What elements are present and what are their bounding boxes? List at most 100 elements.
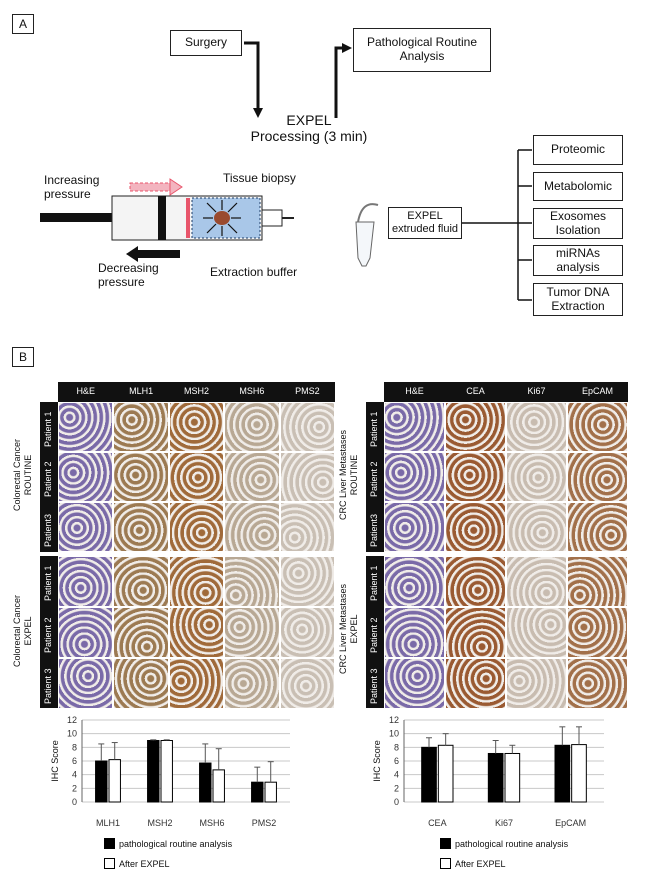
ihc-tile-msh6-row4	[224, 556, 280, 607]
flow-arrows	[40, 41, 532, 301]
ihc-tile-msh6-row2	[224, 452, 280, 502]
legend-label-expel-right: After EXPEL	[455, 858, 506, 869]
bar-PMS2-routine	[251, 781, 264, 803]
bar-CEA-expel	[437, 744, 454, 803]
right-legend-expel: After EXPEL	[440, 858, 506, 869]
tube-cap	[357, 203, 379, 223]
right-routine-patient-2: Patient 2	[369, 461, 379, 497]
increasing-arrow-head	[169, 178, 183, 196]
left-routine-patient-2: Patient 2	[43, 461, 53, 497]
left-header-mlh1: MLH1	[129, 386, 154, 396]
ihc-tile-epcam-row6	[567, 658, 628, 709]
y-tick-4: 4	[394, 770, 399, 780]
ihc-tile-msh2-row1	[168, 402, 225, 452]
ihc-tile-he-row1	[384, 402, 445, 452]
legend-swatch-expel-right	[440, 858, 451, 869]
right-header-epcam: EpCAM	[581, 386, 613, 396]
bar-Ki67-routine	[487, 752, 504, 803]
x-tick-MSH6: MSH6	[199, 818, 224, 828]
right-routine-patient-3: Patient3	[369, 513, 379, 547]
bar-MSH6-routine	[199, 762, 212, 803]
processing-label: EXPEL Processing (3 min)	[250, 112, 368, 145]
y-tick-10: 10	[389, 729, 399, 739]
ihc-tile-he-row4	[58, 556, 114, 607]
bar-CEA-routine	[421, 746, 437, 803]
surgery-arrow	[244, 41, 260, 110]
y-tick-10: 10	[67, 729, 77, 739]
y-tick-4: 4	[72, 770, 77, 780]
ihc-tile-ki67-row6	[506, 658, 567, 709]
right-legend-routine: pathological routine analysis	[440, 838, 568, 849]
pressure-directions	[203, 200, 241, 236]
x-tick-EpCAM: EpCAM	[555, 818, 586, 828]
output-metabolomic: Metabolomic	[533, 172, 623, 201]
increasing-arrow-body	[129, 182, 171, 192]
ihc-tile-he-row4	[384, 556, 445, 607]
increasing-pressure-label: Increasing pressure	[44, 173, 100, 201]
bar-MLH1-routine	[95, 760, 108, 803]
ihc-tile-pms2-row6	[279, 658, 335, 709]
ihc-tile-ki67-row2	[506, 452, 567, 502]
extraction-buffer-label: Extraction buffer	[210, 265, 298, 279]
left-expel-patient-1: Patient 1	[43, 565, 53, 601]
left-header-msh6: MSH6	[239, 386, 265, 396]
ihc-tile-pms2-row5	[279, 607, 335, 658]
bar-MSH2-expel	[160, 740, 173, 803]
legend-swatch-expel	[104, 858, 115, 869]
ihc-tile-msh2-row6	[168, 658, 225, 709]
left-expel-patient-3: Patient 3	[43, 668, 53, 704]
ihc-tile-mlh1-row3	[113, 502, 169, 552]
bar-MSH2-routine	[147, 740, 160, 803]
ihc-tile-epcam-row3	[567, 502, 628, 552]
left-header-pms2: PMS2	[295, 386, 320, 396]
bar-Ki67-expel	[504, 752, 521, 803]
right-stain-header: H&E CEA Ki67 EpCAM	[384, 382, 628, 402]
ihc-tile-cea-row3	[445, 502, 506, 552]
x-tick-CEA: CEA	[428, 818, 447, 828]
ihc-tile-ki67-row3	[506, 502, 567, 552]
y-tick-12: 12	[389, 715, 399, 725]
y-tick-6: 6	[72, 756, 77, 766]
y-tick-8: 8	[72, 742, 77, 752]
tissue-biopsy-label: Tissue biopsy	[223, 171, 296, 185]
legend-label-routine-right: pathological routine analysis	[455, 838, 569, 849]
left-expel-patient-2: Patient 2	[43, 617, 53, 653]
ihc-tile-cea-row1	[445, 402, 506, 452]
ihc-tile-he-row3	[58, 502, 114, 552]
decreasing-pressure-label: Decreasing pressure	[98, 261, 159, 289]
ihc-tile-epcam-row2	[567, 452, 628, 502]
ihc-tile-epcam-row5	[567, 607, 628, 658]
right-expel-patient-3: Patient 3	[369, 668, 379, 704]
plunger-head	[158, 196, 166, 240]
bar-MLH1-expel	[108, 759, 121, 803]
ihc-tile-cea-row2	[445, 452, 506, 502]
ihc-tile-he-row5	[384, 607, 445, 658]
legend-swatch-routine	[104, 838, 115, 849]
ihc-tile-he-row2	[58, 452, 114, 502]
ihc-tile-he-row6	[384, 658, 445, 709]
x-tick-MSH2: MSH2	[147, 818, 172, 828]
y-tick-0: 0	[72, 797, 77, 807]
x-tick-Ki67: Ki67	[495, 818, 513, 828]
y-tick-2: 2	[72, 783, 77, 793]
pathological-arrow-head	[342, 43, 352, 53]
ihc-tile-cea-row4	[445, 556, 506, 607]
ihc-tile-mlh1-row2	[113, 452, 169, 502]
ihc-tile-he-row1	[58, 402, 114, 452]
output-mirnas: miRNAs analysis	[533, 245, 623, 276]
eppendorf-tube	[355, 221, 375, 267]
pathological-arrow	[334, 46, 344, 118]
left-header-he: H&E	[76, 386, 95, 396]
left-routine-patient-3: Patient3	[43, 513, 53, 547]
right-expel-group-label: CRC Liver Metastases EXPEL	[338, 583, 359, 675]
ihc-tile-ki67-row4	[506, 556, 567, 607]
output-exosomes: Exosomes Isolation	[533, 208, 623, 239]
syringe-nozzle	[261, 209, 283, 227]
ihc-tile-epcam-row1	[567, 402, 628, 452]
left-routine-sidebar	[40, 402, 58, 552]
right-routine-patient-1: Patient 1	[369, 411, 379, 447]
ihc-tile-he-row5	[58, 607, 114, 658]
bar-EpCAM-routine	[554, 744, 571, 803]
y-tick-12: 12	[67, 715, 77, 725]
bar-EpCAM-expel	[571, 744, 587, 803]
